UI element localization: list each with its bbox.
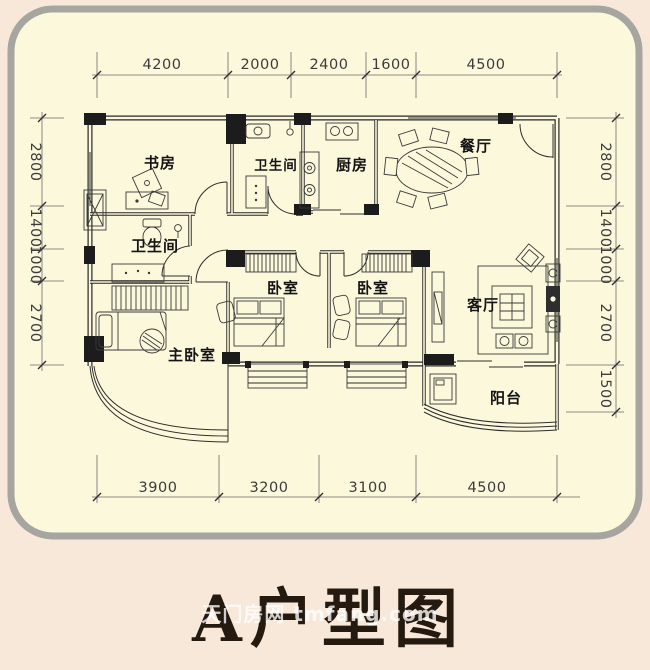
- dim-top-3: 2400: [310, 57, 349, 73]
- stove-icon: [299, 151, 320, 209]
- door-master-bedroom: [195, 249, 229, 283]
- dim-right-5: 1500: [597, 370, 613, 409]
- wardrobe-icon: [245, 253, 297, 273]
- shower-icon: [286, 128, 294, 136]
- door-bedroom-2: [343, 251, 369, 277]
- dim-left-2: 1400: [27, 209, 43, 248]
- room-label-living: 客厅: [466, 296, 499, 314]
- dim-bottom-1: 3900: [139, 480, 178, 496]
- armchair-icon: [216, 300, 236, 324]
- vanity-icon: [111, 263, 165, 283]
- room-label-master: 主卧室: [168, 346, 216, 364]
- dim-right-3: 1000: [597, 246, 613, 285]
- dim-right-1: 2800: [597, 143, 613, 182]
- door-bathroom-left: [161, 245, 191, 277]
- dimension-top: 4200 2000 2400 1600 4500: [92, 52, 562, 98]
- tv-cabinet-icon: [431, 271, 445, 343]
- armchair-icon: [332, 319, 351, 341]
- bay-window-bedrooms: [247, 363, 407, 389]
- dim-bottom-4: 4500: [468, 480, 507, 496]
- bed-icon: [233, 297, 285, 347]
- balcony-railing: [423, 403, 558, 432]
- bathroom-top-fixtures: [245, 121, 294, 209]
- kitchen-sink-icon: [325, 122, 359, 141]
- dimension-bottom: 3900 3200 3100 4500: [92, 455, 580, 503]
- room-label-dining: 餐厅: [460, 137, 492, 155]
- dim-left-1: 2800: [27, 143, 43, 182]
- armchair-icon: [332, 294, 351, 316]
- door-study: [194, 181, 228, 215]
- dim-left-4: 2700: [27, 304, 43, 343]
- study-furniture: [125, 167, 169, 210]
- room-labels: 书房 卫生间 厨房 餐厅 卫生间 卧室 卧室 客厅 主卧室 阳台: [131, 137, 522, 407]
- dimension-right: 2800 1400 1000 2700 1500: [566, 112, 624, 418]
- sliding-door-kitchen: [313, 209, 366, 215]
- living-room-furniture: [431, 243, 561, 355]
- dim-right-2: 1400: [597, 209, 613, 248]
- bedroom-2-furniture: [332, 253, 413, 347]
- room-label-balcony: 阳台: [490, 389, 522, 407]
- room-label-study: 书房: [144, 154, 176, 172]
- watermark: 天门房网 tmfang.com: [201, 602, 438, 626]
- bed-icon: [355, 297, 407, 347]
- room-label-bathroom-left: 卫生间: [131, 237, 179, 255]
- sink-icon: [245, 123, 271, 139]
- dining-table-icon: [383, 127, 480, 210]
- dim-right-4: 2700: [597, 304, 613, 343]
- sliding-door-balcony: [456, 359, 524, 369]
- dim-top-5: 4500: [467, 57, 506, 73]
- plan-title: A户型图: [191, 582, 466, 657]
- room-label-bedroom-2: 卧室: [357, 279, 389, 297]
- kitchen-fixtures: [299, 122, 359, 209]
- room-label-kitchen: 厨房: [336, 156, 368, 174]
- round-table-icon: [139, 328, 165, 354]
- elevator-icon: [83, 189, 107, 231]
- bay-window-master: [89, 364, 229, 443]
- dim-bottom-2: 3200: [250, 480, 289, 496]
- room-label-bathroom-top: 卫生间: [254, 157, 298, 174]
- room-label-bedroom-1: 卧室: [267, 279, 299, 297]
- wardrobe-icon: [111, 285, 189, 311]
- dim-top-2: 2000: [241, 57, 280, 73]
- bathroom-left-fixtures: [111, 218, 182, 283]
- dim-left-3: 1000: [27, 246, 43, 285]
- wardrobe-icon: [361, 253, 413, 273]
- dim-top-4: 1600: [372, 57, 411, 73]
- cushion-icon: [515, 243, 545, 273]
- door-entry: [519, 123, 554, 158]
- dim-top-1: 4200: [143, 57, 182, 73]
- bedroom-1-furniture: [216, 253, 297, 347]
- door-bathroom-top: [267, 185, 297, 215]
- coffee-table-icon: [491, 285, 533, 329]
- dimension-left: 2800 1400 1000 2700: [27, 112, 64, 371]
- washing-machine-icon: [429, 373, 457, 405]
- desk-item-icon: [147, 190, 166, 207]
- plan-panel: [7, 5, 643, 540]
- balcony-furniture: [429, 373, 457, 405]
- master-bedroom-furniture: [95, 285, 189, 354]
- dim-bottom-3: 3100: [349, 480, 388, 496]
